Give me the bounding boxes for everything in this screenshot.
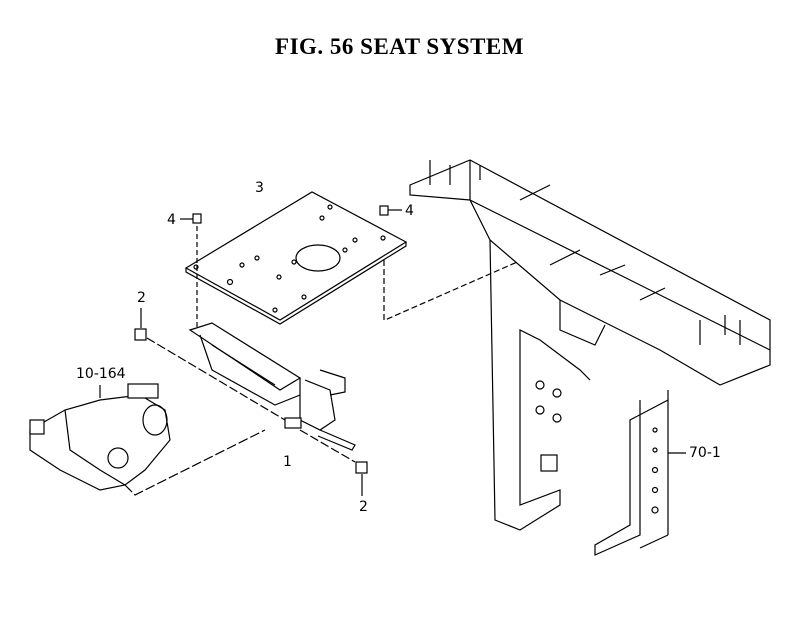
- callout-bolt-left: 4: [167, 212, 176, 228]
- callout-hydraulic-lift: 10-164: [76, 366, 126, 382]
- seat-plate: [184, 191, 408, 325]
- callout-bracket: 1: [283, 454, 292, 470]
- callout-frame: 70-1: [689, 445, 721, 461]
- bolt-4-left: [180, 213, 202, 328]
- seat-frame: [409, 159, 771, 556]
- bolt-2-lower: [299, 429, 368, 496]
- callout-seat-plate: 3: [255, 180, 264, 196]
- figure-title: FIG. 56 SEAT SYSTEM: [275, 34, 524, 59]
- hydraulic-lift-assembly: [29, 383, 266, 496]
- bolt-2-upper: [134, 308, 286, 421]
- seat-bracket: [188, 322, 356, 451]
- bolt-4-right: [379, 205, 591, 321]
- callout-bolt-right: 4: [405, 203, 414, 219]
- callout-bolt-lower: 2: [359, 499, 368, 515]
- callout-bolt-upper: 2: [137, 290, 146, 306]
